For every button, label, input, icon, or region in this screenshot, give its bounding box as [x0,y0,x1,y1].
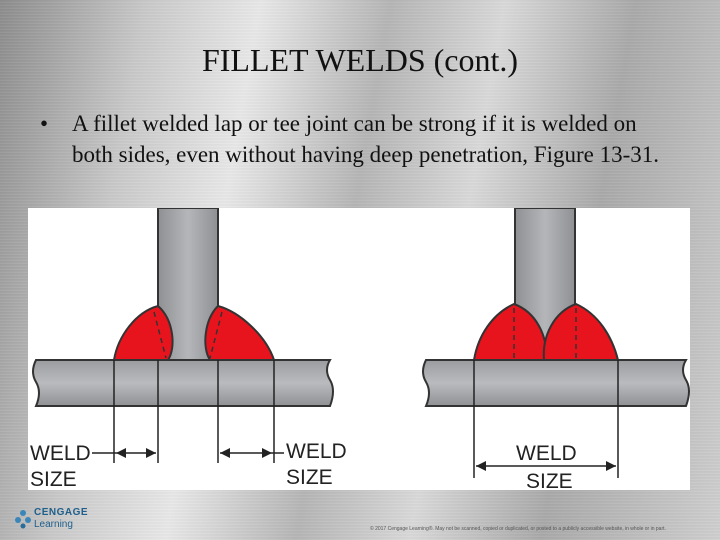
left-weld-bead-right [204,304,276,361]
left-arrowhead-4 [262,448,272,458]
left-size-label-2: SIZE [286,466,333,489]
right-arrowhead-1 [476,461,486,471]
fillet-weld-figure: WELD SIZE WELD SIZE WELD SIZE [28,208,690,490]
left-size-label-1: SIZE [30,468,77,490]
left-weld-bead-left [112,304,174,361]
copyright-notice: © 2017 Cengage Learning®. May not be sca… [370,526,666,532]
bullet-item: • A fillet welded lap or tee joint can b… [40,108,680,170]
left-arrowhead-1 [146,448,156,458]
slide-title: FILLET WELDS (cont.) [201,42,519,78]
left-arrowhead-2 [116,448,126,458]
left-tee-joint: WELD SIZE WELD SIZE [30,208,347,490]
right-tee-joint: WELD SIZE [422,208,690,490]
logo-text-learning: Learning [34,519,73,530]
fillet-weld-diagram: WELD SIZE WELD SIZE WELD SIZE [30,208,690,490]
logo-text-cengage: CENGAGE [34,507,89,518]
right-size-label: SIZE [526,470,573,490]
right-base-plate [422,359,690,407]
left-penetration-line-1 [153,311,167,359]
left-base-plate [32,359,334,407]
right-weld-bead-right [542,302,620,361]
right-arrowhead-2 [606,461,616,471]
bullet-symbol: • [40,111,49,136]
left-penetration-line-2 [209,311,223,359]
left-arrowhead-3 [220,448,230,458]
left-weld-label-1: WELD [30,442,91,465]
bullet-text: A fillet welded lap or tee joint can be … [72,111,660,167]
left-weld-label-2: WELD [286,440,347,463]
right-weld-bead-left [472,302,548,361]
right-weld-label: WELD [516,442,577,465]
cengage-logo: CENGAGE Learning [14,505,94,535]
cengage-logo-icon [15,510,31,529]
